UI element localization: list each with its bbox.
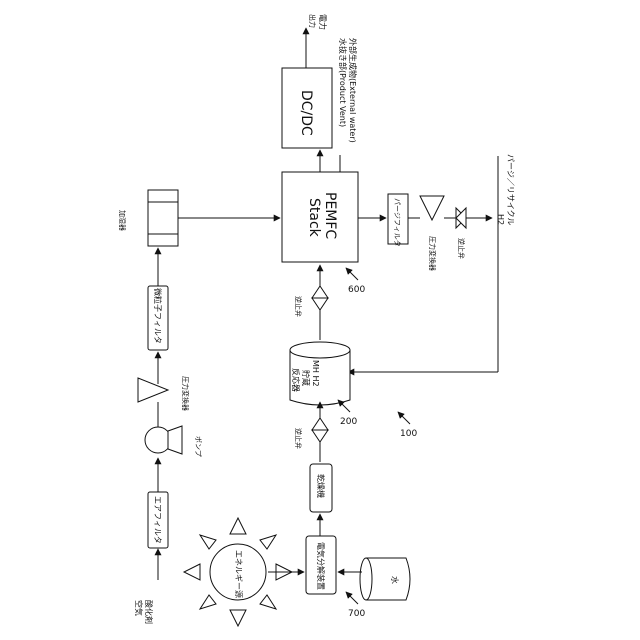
check-valve-upper-label: 逆止弁 (294, 296, 303, 317)
pemfc-label: PEMFC (322, 192, 338, 239)
purge-filter-label: パージフィルタ (393, 198, 402, 247)
air-source-label-2: 空気 (134, 600, 144, 616)
check-valve-lower-label: 逆止弁 (294, 428, 303, 449)
check-valve-purge-icon (456, 208, 466, 228)
humidifier-box (148, 190, 178, 246)
pump-label: ポンプ (194, 436, 202, 457)
energy-source-label: エネルギー源 (234, 550, 243, 598)
check-valve-lower-icon (312, 418, 328, 442)
ref-200-label: 200 (340, 417, 357, 427)
ref-700-label: 700 (348, 609, 365, 619)
mh-storage-label-3: 反応器 (291, 368, 301, 392)
water-tank-label: 水 (390, 576, 400, 584)
ref-600-arrow (346, 268, 358, 280)
particle-filter-label: 微粒子フィルタ (153, 288, 163, 344)
pressure-transducer-1-label: 圧力変換器 (181, 376, 190, 411)
h2-purge-label-1: H2 (496, 214, 505, 225)
ref-600-label: 600 (348, 285, 365, 295)
pressure-transducer-1-icon (138, 378, 168, 402)
air-source-label: 酸化剤 (144, 600, 154, 624)
pump-icon (145, 426, 182, 454)
mh-storage-label-2: 貯蔵 (301, 370, 311, 386)
pressure-transducer-2-label: 圧力変換器 (428, 236, 437, 271)
dcdc-label: DC/DC (298, 90, 314, 136)
humidifier-label: 加湿器 (118, 210, 127, 231)
stack-label: Stack (306, 198, 322, 238)
air-filter-label: エアフィルタ (153, 496, 162, 544)
check-valve-purge-label: 逆止弁 (457, 238, 466, 259)
h2-purge-label-2: パージ／リサイクル (506, 154, 515, 225)
electrolyzer-label: 電気分解装置 (316, 542, 326, 590)
external-water-label: 外部生成物(External water) (348, 38, 358, 143)
check-valve-upper-icon (312, 286, 328, 310)
product-vent-label: 水抜き部(Product Vent) (338, 38, 348, 127)
water-tank-icon (360, 558, 410, 600)
dryer-label: 乾燥機 (316, 474, 326, 498)
mh-storage-label-1: MH H2 (311, 360, 320, 387)
power-output-label-1: 電力 (318, 14, 328, 30)
ref-100-arrow (398, 412, 410, 424)
power-output-label-2: 出力 (308, 14, 317, 28)
ref-700-arrow (346, 592, 358, 604)
ref-100-label: 100 (400, 429, 417, 439)
pressure-transducer-2-icon (420, 196, 444, 220)
